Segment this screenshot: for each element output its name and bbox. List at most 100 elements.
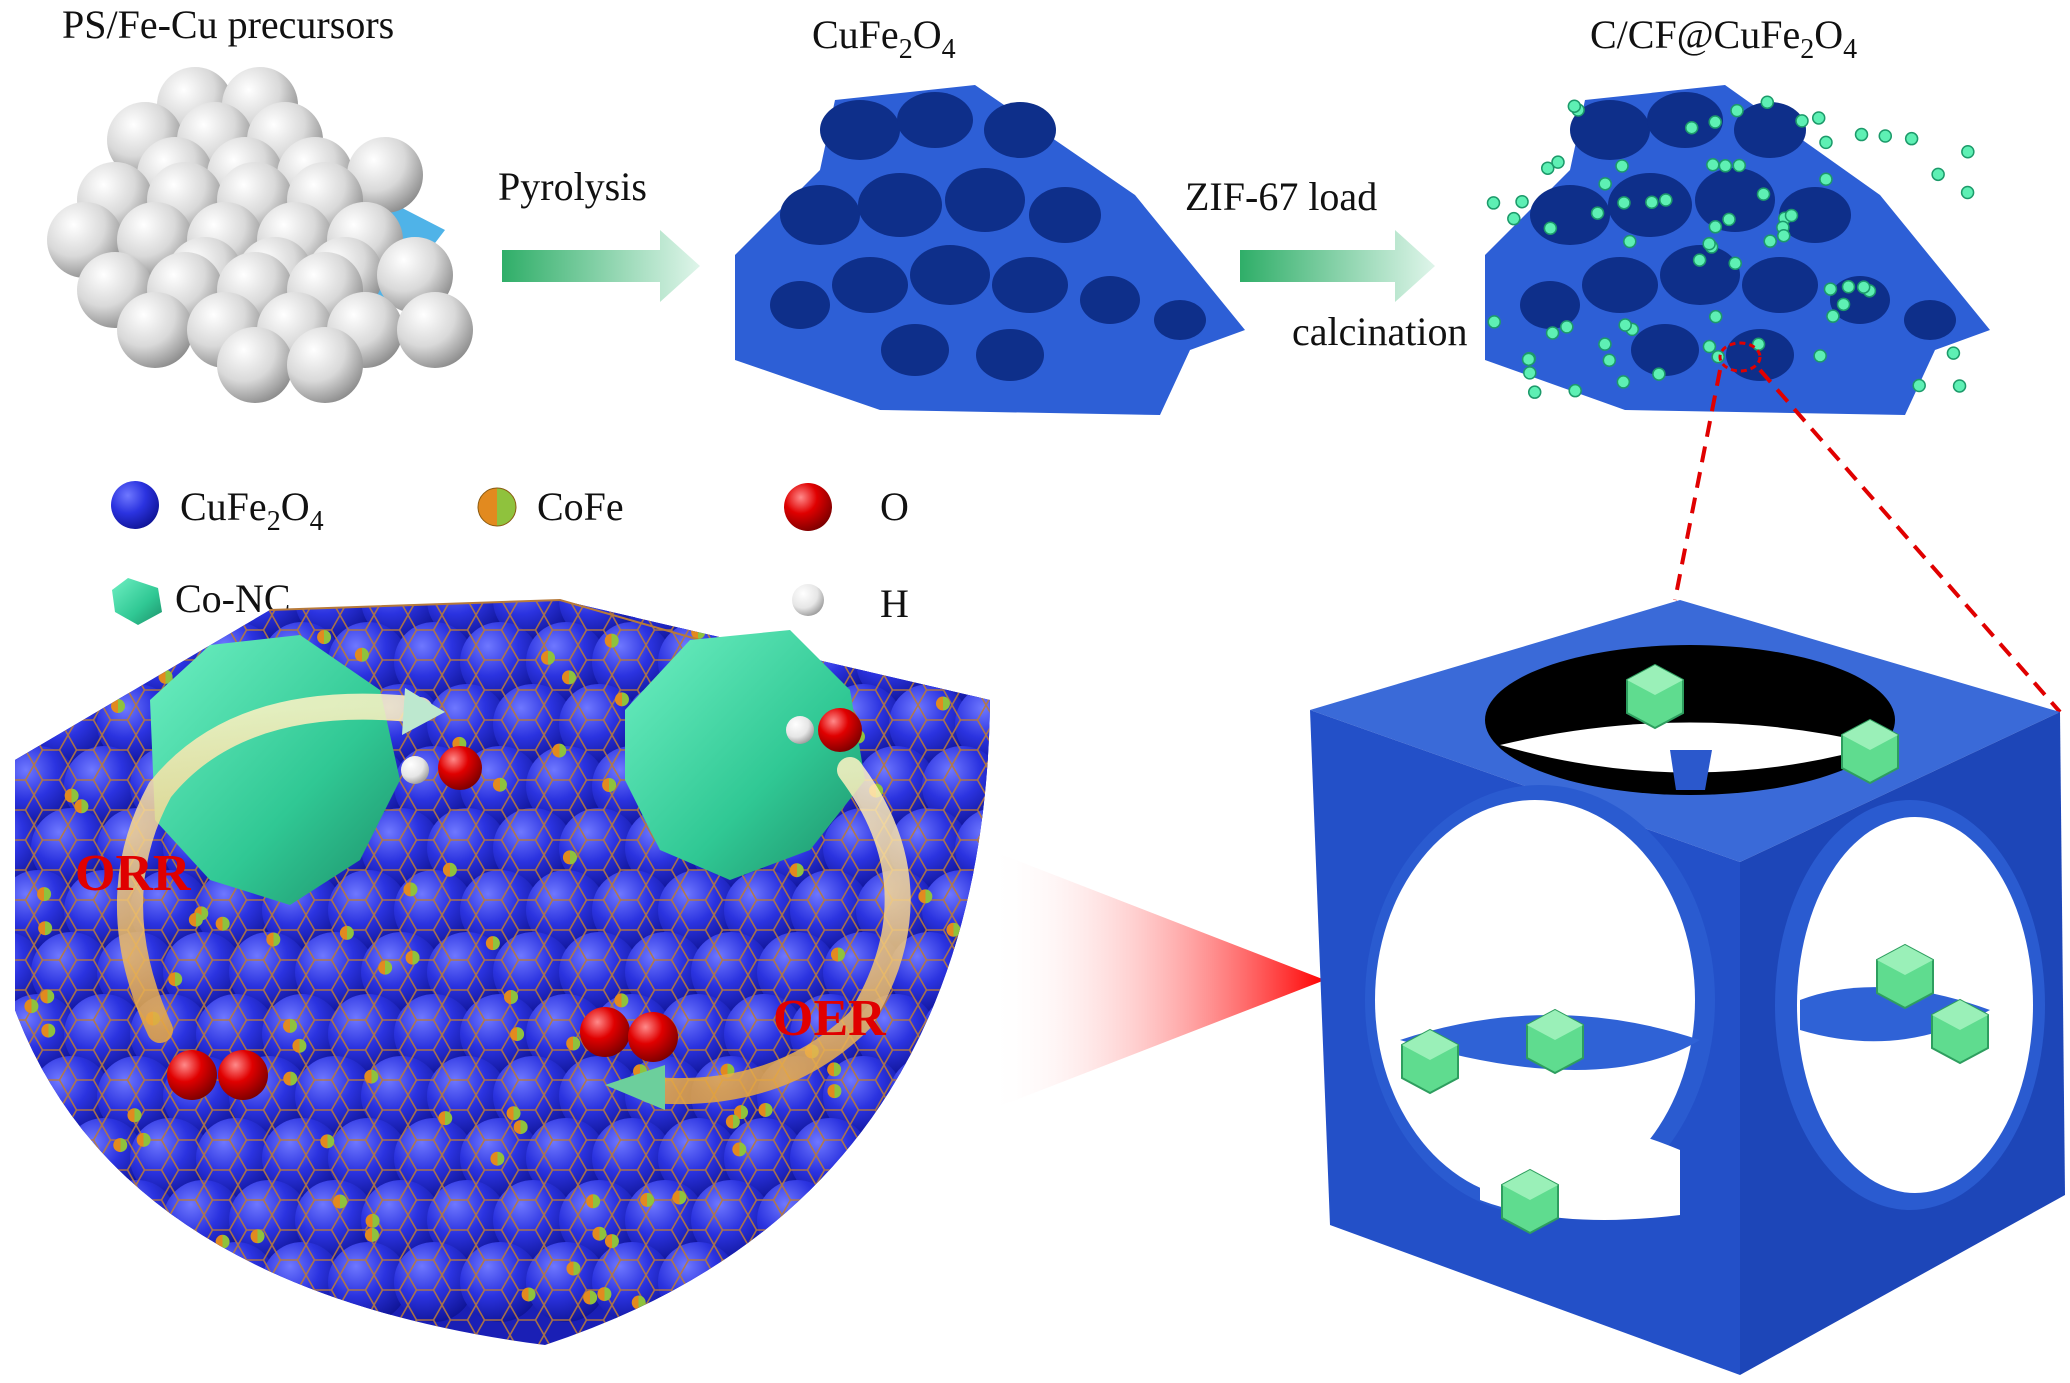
framework-pore bbox=[1080, 276, 1140, 324]
framework-pore bbox=[780, 185, 860, 245]
legend-o-label: O bbox=[880, 484, 909, 529]
oer-curve-arrow bbox=[637, 757, 911, 1105]
zif-crystal-top bbox=[1932, 1000, 1988, 1030]
zif-particle bbox=[1523, 366, 1537, 380]
cufe2o4-sphere bbox=[889, 1180, 969, 1260]
cufe2o4-sphere bbox=[64, 622, 144, 702]
zif-particle bbox=[1567, 99, 1582, 113]
orr-label: ORR bbox=[75, 845, 192, 902]
cufe2o4-sphere bbox=[922, 1242, 990, 1322]
ps-sphere-stack bbox=[47, 67, 473, 403]
precursor-label: PS/Fe-Cu precursors bbox=[62, 2, 394, 47]
cofe-particle bbox=[168, 972, 183, 987]
zif-particle bbox=[1615, 159, 1629, 173]
cofe-particle bbox=[763, 1251, 778, 1266]
cofe-particle bbox=[604, 1234, 619, 1249]
cofe-particle bbox=[885, 1140, 900, 1155]
zif-particle bbox=[1904, 131, 1919, 146]
zif-arrow: ZIF-67 load calcination bbox=[1185, 174, 1467, 354]
cufe2o4-sphere bbox=[955, 600, 990, 640]
cufe2o4-sphere bbox=[15, 1118, 78, 1198]
zif-crystal-top bbox=[1842, 720, 1898, 750]
framework-pore bbox=[897, 92, 973, 148]
cofe-particle bbox=[504, 989, 519, 1004]
framework-pore bbox=[1154, 300, 1206, 340]
cofe-particle bbox=[640, 1192, 655, 1207]
framework-pore bbox=[976, 329, 1044, 381]
cofe-particle bbox=[233, 1283, 248, 1298]
legend-o-swatch bbox=[784, 483, 832, 531]
framework-pore bbox=[820, 100, 900, 160]
zif-particle bbox=[1763, 234, 1777, 248]
cofe-particle bbox=[921, 1269, 936, 1284]
cofe-particle bbox=[16, 681, 31, 696]
legend-h-swatch bbox=[792, 584, 824, 616]
zif-particle bbox=[1540, 161, 1555, 175]
oxygen-molecule-left-b bbox=[218, 1050, 268, 1100]
zif-particle bbox=[1527, 385, 1542, 399]
cofe-particle bbox=[597, 1287, 612, 1302]
cofe-particle bbox=[74, 799, 89, 814]
hydroxyl-o-right bbox=[818, 708, 862, 752]
catalyst-surface: ORR OER bbox=[15, 598, 990, 1345]
zif-particle bbox=[1854, 127, 1869, 142]
zif-particle bbox=[1617, 196, 1631, 210]
framework-pore bbox=[1779, 187, 1851, 243]
cube-top-hole-inner bbox=[1500, 722, 1880, 773]
cofe-particle bbox=[734, 1105, 749, 1120]
cofe-particle bbox=[250, 1229, 265, 1244]
cofe-particle bbox=[317, 630, 332, 645]
cufe2o4-sphere bbox=[691, 600, 771, 640]
zif-particle bbox=[1708, 309, 1723, 324]
zif-particle bbox=[1841, 280, 1856, 294]
cofe-particle bbox=[586, 1194, 601, 1209]
cofe-particle bbox=[403, 882, 418, 897]
cofe-particle bbox=[918, 889, 933, 904]
oer-label: OER bbox=[773, 990, 887, 1047]
zif-particle bbox=[1819, 135, 1833, 150]
zif-particle bbox=[1598, 177, 1612, 191]
precursor-stage: PS/Fe-Cu precursors bbox=[47, 2, 473, 403]
cofe-particle bbox=[552, 743, 567, 758]
graphene-edge bbox=[269, 598, 701, 641]
legend: CuFe2O4 CoFe O Co-NC H bbox=[111, 481, 909, 626]
pyrolysis-arrow-shape bbox=[502, 230, 700, 302]
zif-crystal-top bbox=[1627, 665, 1683, 695]
framework-pore bbox=[881, 324, 949, 376]
framework-pore bbox=[945, 168, 1025, 232]
zif-particle bbox=[1912, 378, 1926, 393]
cofe-particle bbox=[438, 1111, 453, 1126]
zif-particle bbox=[1515, 194, 1529, 209]
cofe-particle bbox=[869, 1286, 884, 1301]
cufe2o4-sphere bbox=[790, 1242, 870, 1322]
cufe2o4-sphere bbox=[15, 622, 78, 702]
cofe-particle bbox=[283, 1071, 298, 1086]
cofe-particle bbox=[320, 1134, 335, 1149]
framework-pore bbox=[858, 173, 942, 237]
zif-particle bbox=[1760, 95, 1775, 109]
cofe-particle bbox=[215, 1234, 230, 1249]
zif-particle bbox=[1706, 158, 1720, 172]
cofe-particle bbox=[181, 1248, 196, 1263]
zif-particle bbox=[1545, 326, 1560, 340]
cofe-particle bbox=[521, 1287, 536, 1302]
cufe2o4-sphere bbox=[130, 1242, 210, 1322]
ps-sphere bbox=[397, 292, 473, 368]
cofe-particle bbox=[614, 692, 629, 707]
cofe-particle bbox=[77, 1152, 92, 1167]
ps-sphere bbox=[347, 137, 423, 213]
cofe-particle bbox=[41, 1023, 56, 1038]
cufe2o4-sphere bbox=[15, 600, 45, 640]
cofe-particle bbox=[215, 916, 230, 931]
cofe-particle bbox=[592, 1226, 607, 1241]
zif-particle bbox=[1961, 144, 1975, 159]
framework-pore bbox=[1660, 245, 1740, 305]
cofe-particle bbox=[897, 1288, 912, 1303]
cufe2o4-sphere bbox=[955, 1180, 990, 1260]
framework-pore bbox=[984, 102, 1056, 158]
cube-left-hole bbox=[1375, 800, 1695, 1200]
zif-particle bbox=[1702, 236, 1716, 251]
cofe-particle bbox=[92, 685, 107, 700]
cofe-particle bbox=[566, 1261, 581, 1276]
cofe-particle bbox=[38, 921, 53, 936]
